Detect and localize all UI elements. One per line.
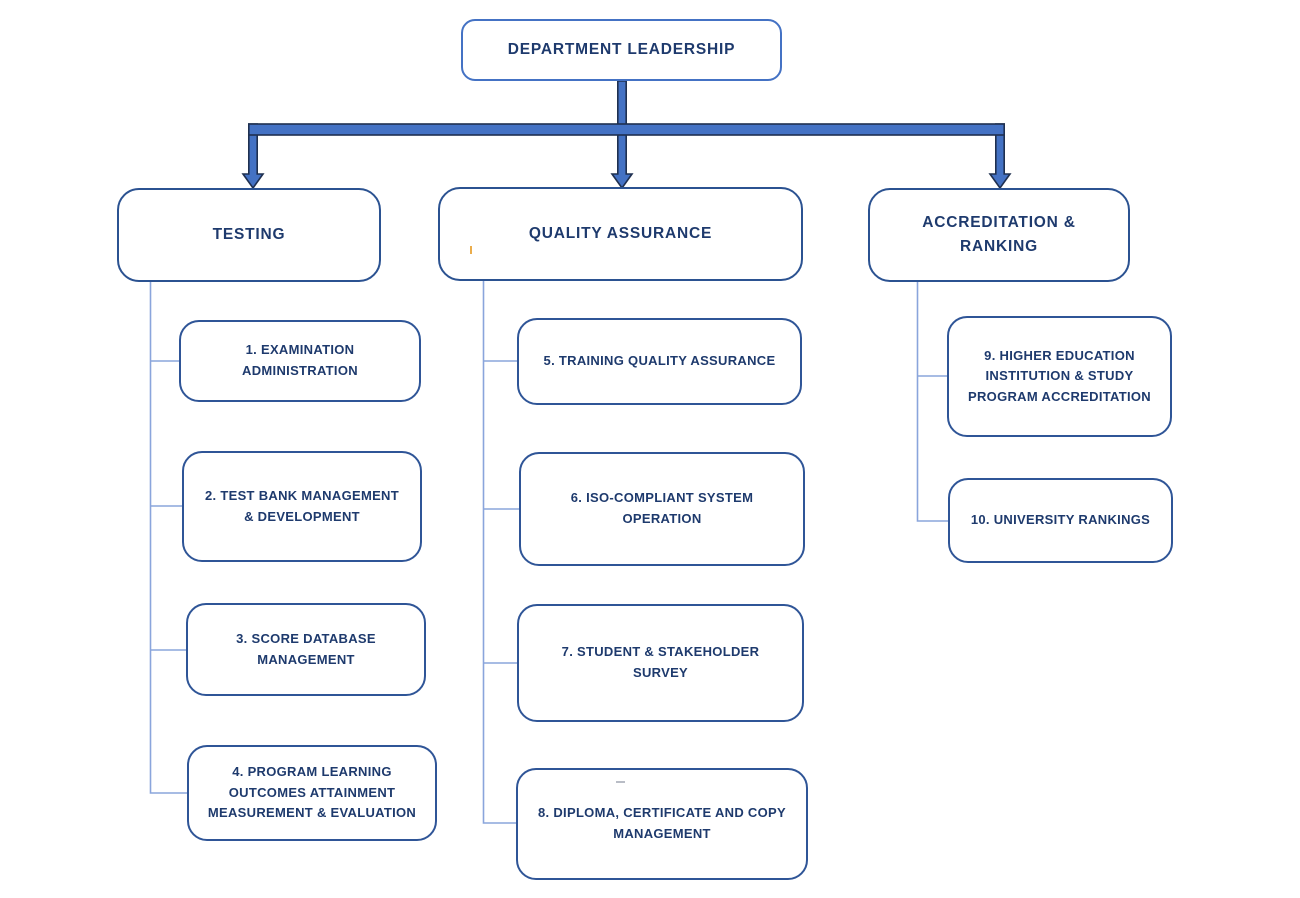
node-label: 7. STUDENT & STAKEHOLDER SURVEY <box>561 644 760 680</box>
node-accreditation-ranking: ACCREDITATION & RANKING <box>868 188 1130 282</box>
node-label: 2. TEST BANK MANAGEMENT & DEVELOPMENT <box>205 487 399 524</box>
node-score-database-management: 3. SCORE DATABASE MANAGEMENT <box>186 603 426 696</box>
node-label: TESTING <box>212 225 286 243</box>
node-label: 10. UNIVERSITY RANKINGS <box>970 512 1151 528</box>
node-testing: TESTING <box>117 188 381 282</box>
node-hei-program-accreditation: 9. HIGHER EDUCATION INSTITUTION & STUDY … <box>947 316 1172 437</box>
node-program-learning-outcomes: 4. PROGRAM LEARNING OUTCOMES ATTAINMENT … <box>187 745 437 841</box>
node-training-quality-assurance: 5. TRAINING QUALITY ASSURANCE <box>517 318 802 405</box>
node-label: 9. HIGHER EDUCATION INSTITUTION & STUDY … <box>968 347 1151 404</box>
node-quality-assurance: QUALITY ASSURANCE <box>438 187 803 281</box>
node-student-stakeholder-survey: 7. STUDENT & STAKEHOLDER SURVEY <box>517 604 804 722</box>
node-iso-compliant-system: 6. ISO-COMPLIANT SYSTEM OPERATION <box>519 452 805 566</box>
node-test-bank-management: 2. TEST BANK MANAGEMENT & DEVELOPMENT <box>182 451 422 562</box>
stray-mark-gray <box>616 781 625 783</box>
node-label: 5. TRAINING QUALITY ASSURANCE <box>543 353 776 369</box>
quality-tree-line <box>482 281 519 824</box>
node-label: ACCREDITATION & RANKING <box>922 213 1076 255</box>
testing-tree-line <box>149 282 187 794</box>
node-label: 4. PROGRAM LEARNING OUTCOMES ATTAINMENT … <box>207 764 417 821</box>
accreditation-tree-line <box>916 282 948 522</box>
node-label: DEPARTMENT LEADERSHIP <box>507 41 736 58</box>
node-label: 1. EXAMINATION ADMINISTRATION <box>242 342 358 378</box>
node-examination-administration: 1. EXAMINATION ADMINISTRATION <box>179 320 421 402</box>
node-label: 8. DIPLOMA, CERTIFICATE AND COPY MANAGEM… <box>538 805 786 841</box>
node-label: 6. ISO-COMPLIANT SYSTEM OPERATION <box>570 490 754 526</box>
horizontal-bar-connector <box>248 123 1006 136</box>
node-diploma-certificate-copy: 8. DIPLOMA, CERTIFICATE AND COPY MANAGEM… <box>516 768 808 880</box>
node-university-rankings: 10. UNIVERSITY RANKINGS <box>948 478 1173 563</box>
stray-mark-yellow <box>470 246 472 254</box>
node-label: 3. SCORE DATABASE MANAGEMENT <box>236 630 376 667</box>
node-department-leadership: DEPARTMENT LEADERSHIP <box>461 19 782 81</box>
node-label: QUALITY ASSURANCE <box>528 224 713 242</box>
